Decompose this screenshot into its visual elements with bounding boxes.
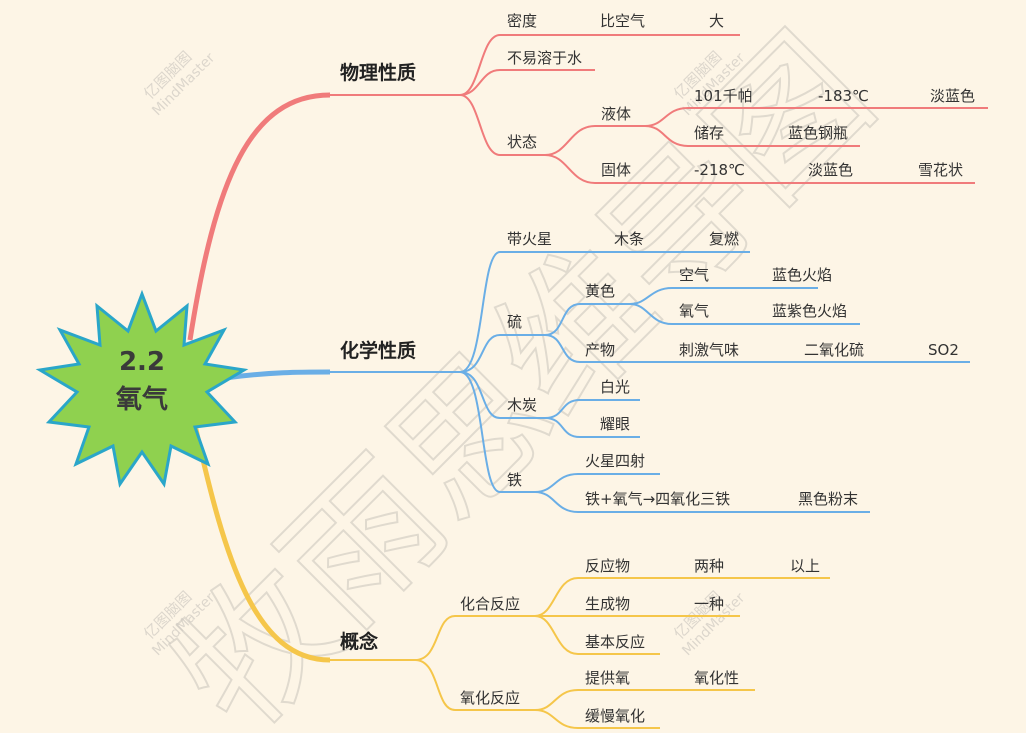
node-or-more: 以上 [790, 557, 820, 575]
node-density-compare: 比空气 [600, 12, 645, 30]
node-basic-reaction: 基本反应 [585, 633, 645, 651]
node-charcoal: 木炭 [507, 396, 537, 414]
node-storage-value: 蓝色钢瓶 [788, 124, 848, 142]
node-solid: 固体 [601, 161, 631, 179]
center-title-line1: 2.2 [119, 347, 165, 377]
node-liquid: 液体 [601, 105, 631, 123]
node-liquid-color: 淡蓝色 [930, 87, 975, 105]
node-yellow: 黄色 [585, 282, 615, 300]
node-reactants: 反应物 [585, 557, 630, 575]
node-black-powder: 黑色粉末 [798, 490, 858, 508]
node-spark-object: 木条 [614, 230, 644, 248]
node-white-light: 白光 [600, 378, 630, 396]
node-product: 产物 [585, 341, 615, 359]
node-insoluble: 不易溶于水 [507, 49, 582, 67]
node-oxygen: 氧气 [679, 302, 709, 320]
chemical-branch-title: 化学性质 [340, 339, 416, 362]
node-dazzling: 耀眼 [600, 415, 630, 433]
physical-branch-title: 物理性质 [340, 61, 416, 84]
node-state: 状态 [507, 133, 537, 151]
node-oxidizing: 氧化性 [694, 669, 739, 687]
node-solid-shape: 雪花状 [918, 161, 963, 179]
node-product-smell: 刺激气味 [679, 341, 739, 359]
node-solid-color: 淡蓝色 [808, 161, 853, 179]
big-watermark: 牧雨思维导图 [143, 3, 904, 733]
node-sparks: 火星四射 [585, 452, 645, 470]
chemical-connectors [224, 251, 970, 513]
node-product-formula: SO2 [928, 341, 959, 359]
node-one-kind: 一种 [694, 595, 724, 613]
node-slow-oxidation: 缓慢氧化 [585, 707, 645, 725]
node-oxidation: 氧化反应 [460, 689, 520, 707]
node-iron-equation: 铁+氧气→四氧化三铁 [585, 490, 730, 508]
node-air-flame: 蓝色火焰 [772, 266, 832, 284]
concept-connectors [192, 424, 830, 729]
node-iron: 铁 [507, 471, 522, 489]
node-air: 空气 [679, 266, 709, 284]
node-provide-oxygen: 提供氧 [585, 669, 630, 687]
node-storage: 储存 [694, 124, 724, 142]
center-starburst[interactable] [35, 289, 249, 488]
node-two-kinds: 两种 [694, 557, 724, 575]
node-combination: 化合反应 [460, 595, 520, 613]
big-watermark-text: 牧雨思维导图 [144, 4, 903, 733]
node-products: 生成物 [585, 595, 630, 613]
physical-connectors [187, 34, 988, 341]
node-liquid-temp: -183℃ [818, 87, 869, 105]
node-spark: 带火星 [507, 230, 552, 248]
center-title-line2: 氧气 [115, 384, 168, 415]
brand-watermark-1: 亿图脑图 MindMaster [140, 48, 218, 119]
node-solid-temp: -218℃ [694, 161, 745, 179]
node-oxygen-flame: 蓝紫色火焰 [772, 302, 847, 320]
concept-branch-title: 概念 [340, 630, 378, 653]
brand-watermark-4: 亿图脑图 MindMaster [670, 588, 748, 659]
node-liquid-pressure: 101千帕 [694, 87, 753, 105]
node-sulfur: 硫 [507, 313, 522, 331]
node-product-name: 二氧化硫 [804, 341, 864, 359]
node-density-value: 大 [709, 12, 724, 30]
node-density: 密度 [507, 12, 537, 30]
node-spark-result: 复燃 [709, 230, 739, 248]
